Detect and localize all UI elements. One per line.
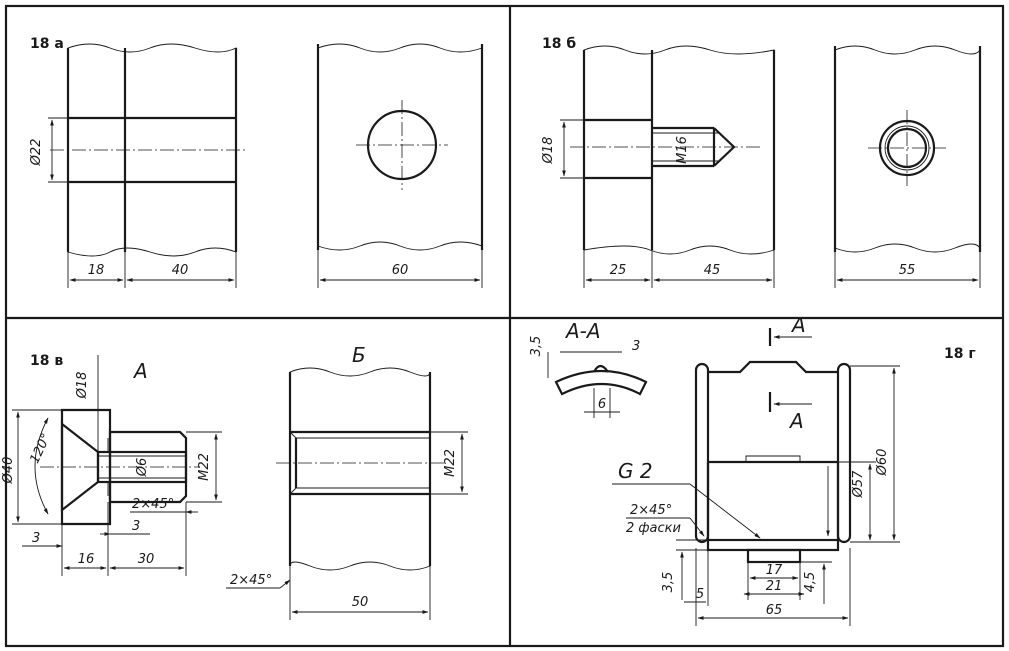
dim-w60: 60 <box>392 263 409 278</box>
cut-label-a-top: А <box>790 313 806 337</box>
panel-title: 18 б <box>542 36 576 52</box>
dim-h45: 4,5 <box>803 572 818 593</box>
section-18b-body <box>570 45 776 255</box>
panel-18g: 18 г А-А 3,5 3 6 А А <box>529 313 976 626</box>
view-label-a: А <box>132 359 148 383</box>
panel-18a: 18 а Ø22 18 40 <box>29 36 484 288</box>
dim-d22: Ø22 <box>29 139 44 167</box>
dim-m16: М16 <box>675 136 690 164</box>
dim-w30: 30 <box>138 552 155 567</box>
view-18a-front <box>316 43 484 251</box>
bolt-part <box>40 408 200 526</box>
dim-d60: Ø60 <box>875 449 890 477</box>
panel-title: 18 г <box>944 346 976 362</box>
dim-m22: М22 <box>197 453 212 481</box>
dim-d40: Ø40 <box>1 457 16 485</box>
section-18v-b <box>276 367 446 571</box>
dim-w5: 5 <box>696 587 704 602</box>
panel-title: 18 в <box>30 353 63 369</box>
dim-s3: 3 <box>632 339 640 354</box>
dim-chamfer: 2×45° <box>630 503 672 518</box>
weld-label: G 2 <box>618 459 653 483</box>
panel-18v: 18 в А Б Ø18 Ø40 120° Ø6 М22 <box>1 343 468 620</box>
panel-title: 18 а <box>30 36 64 52</box>
dim-d18: Ø18 <box>541 137 556 165</box>
dim-d6: Ø6 <box>135 458 150 478</box>
section-label-aa: А-А <box>564 319 601 343</box>
dim-b-w50: 50 <box>352 595 369 610</box>
dim-h35: 3,5 <box>661 572 676 593</box>
dim-w65: 65 <box>766 603 783 618</box>
cylinder-part <box>694 360 852 564</box>
dim-b-chamfer: 2×45° <box>230 573 272 588</box>
dim-s35: 3,5 <box>529 336 544 357</box>
view-18b-front <box>833 45 982 253</box>
cut-label-a-bot: А <box>788 409 804 433</box>
dim-s6: 6 <box>598 397 606 412</box>
dim-chamfer: 2×45° <box>132 497 174 512</box>
dim-w18: 18 <box>88 263 105 278</box>
dim-b-m22: М22 <box>443 449 458 477</box>
dim-ang120: 120° <box>27 431 54 466</box>
dim-w21: 21 <box>766 579 783 594</box>
dim-chamfer-note: 2 фаски <box>626 521 681 536</box>
dim-w45: 45 <box>704 263 721 278</box>
dim-t3a: 3 <box>32 531 40 546</box>
section-18a-body <box>50 43 246 257</box>
dim-d57: Ø57 <box>851 470 866 499</box>
dim-w17: 17 <box>766 563 783 578</box>
section-aa-arc <box>554 364 648 396</box>
dim-w25: 25 <box>610 263 627 278</box>
dim-t3b: 3 <box>132 519 140 534</box>
dim-w55: 55 <box>899 263 916 278</box>
view-label-b: Б <box>352 343 366 367</box>
panel-18b: 18 б М16 Ø18 25 45 <box>541 36 982 288</box>
sheet-frame <box>4 4 1005 648</box>
dim-w16: 16 <box>78 552 95 567</box>
dim-w40: 40 <box>172 263 189 278</box>
dim-d18: Ø18 <box>75 372 90 400</box>
